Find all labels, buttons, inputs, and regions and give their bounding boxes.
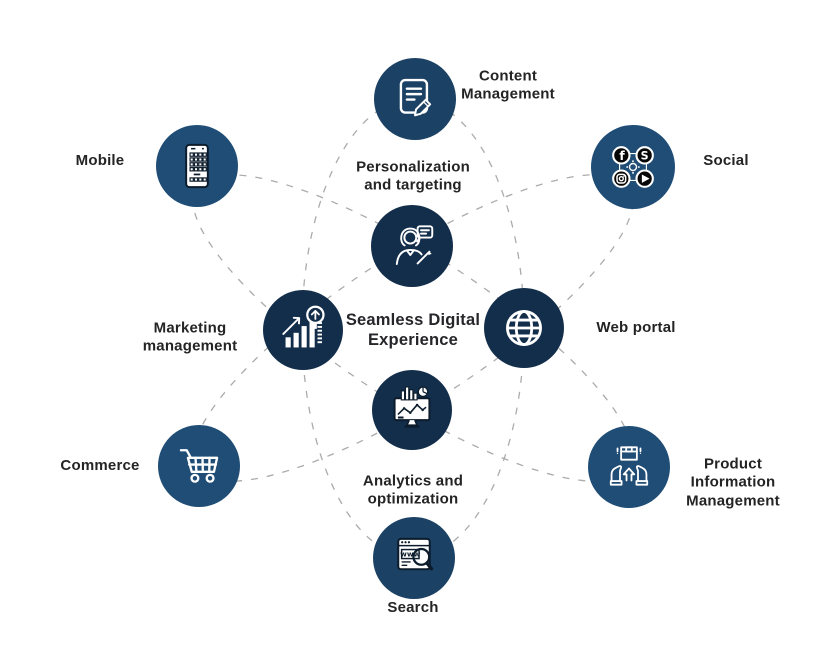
node-mobile	[156, 125, 238, 207]
node-analytics	[372, 370, 452, 450]
hands-package-icon	[609, 446, 649, 486]
node-personalization	[371, 205, 453, 287]
growth-chart-icon	[282, 305, 325, 348]
label-web-portal: Web portal	[596, 318, 676, 336]
globe-icon	[506, 310, 542, 346]
node-web-portal	[484, 288, 564, 368]
label-product-information-management: Product Information Management	[686, 455, 780, 510]
mobile-phone-icon	[185, 143, 209, 189]
label-social: Social	[703, 151, 749, 169]
node-commerce	[158, 425, 240, 507]
social-networks-icon: f S	[612, 146, 654, 188]
node-content-management	[374, 58, 456, 140]
node-social: f S	[591, 125, 675, 209]
person-targeting-icon	[395, 225, 434, 265]
label-personalization: Personalization and targeting	[356, 158, 470, 194]
label-search: Search	[387, 598, 439, 616]
facebook-glyph: f	[619, 149, 625, 163]
document-edit-icon	[399, 78, 432, 117]
label-marketing-management: Marketing management	[142, 319, 238, 355]
label-content-management: Content Management	[461, 67, 555, 103]
label-analytics: Analytics and optimization	[362, 472, 464, 508]
shopping-cart-icon	[179, 449, 219, 483]
www-glyph: www	[400, 550, 420, 559]
node-product-information-management	[588, 426, 670, 508]
analytics-monitor-icon	[393, 386, 431, 428]
label-mobile: Mobile	[75, 151, 125, 169]
label-commerce: Commerce	[60, 456, 140, 474]
center-title: Seamless Digital Experience	[345, 311, 481, 349]
node-search: www	[373, 517, 455, 599]
browser-search-icon: www	[397, 537, 434, 571]
skype-glyph: S	[641, 149, 649, 162]
node-marketing-management	[263, 290, 343, 370]
